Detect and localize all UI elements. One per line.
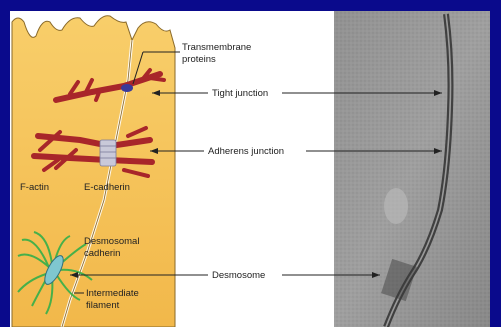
e-cadherin-bundle (100, 140, 116, 166)
label-desmosomal-2: cadherin (84, 248, 120, 259)
label-intermediate-1: Intermediate (86, 288, 139, 299)
label-e-cadherin: E-cadherin (84, 182, 130, 193)
label-adherens-junction: Adherens junction (208, 146, 284, 157)
label-f-actin: F-actin (20, 182, 49, 193)
label-desmosomal-1: Desmosomal (84, 236, 139, 247)
epithelial-cells (12, 16, 175, 327)
label-desmosome: Desmosome (212, 270, 265, 281)
label-transmembrane-2: proteins (182, 54, 216, 65)
label-tight-junction: Tight junction (212, 88, 268, 99)
electron-micrograph (334, 11, 490, 327)
label-intermediate-2: filament (86, 300, 120, 311)
label-transmembrane-1: Transmembrane (182, 42, 251, 53)
